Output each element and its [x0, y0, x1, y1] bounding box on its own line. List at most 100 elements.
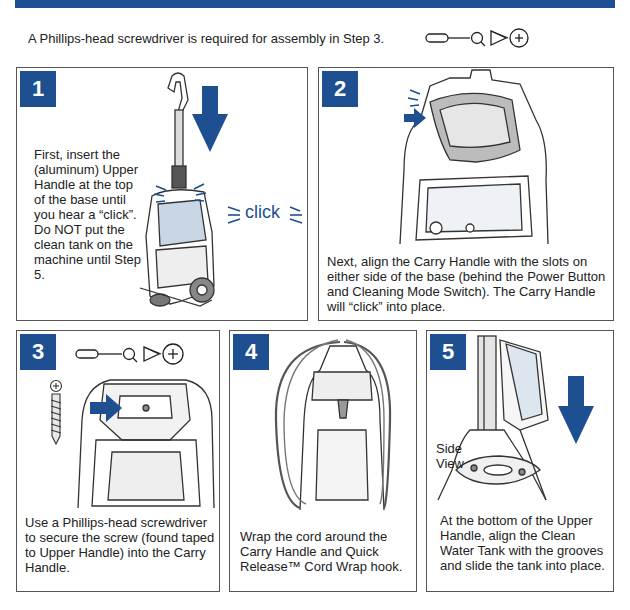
drawing-line — [194, 184, 204, 189]
drawing-path — [52, 394, 60, 444]
step-panel: Next, align the Carry Handle with the sl… — [318, 67, 614, 321]
drawing-path — [338, 400, 348, 418]
drawing-path — [118, 396, 172, 418]
instruction-text: Wrap the cord around the Carry Handle an… — [240, 529, 412, 574]
instruction-text: First, insert the (aluminum) Upper Handl… — [34, 147, 146, 282]
drawing-path — [430, 93, 520, 162]
drawing-path — [558, 406, 594, 444]
drawing-path — [146, 190, 214, 304]
drawing-path — [192, 114, 228, 152]
step-number: 4 — [245, 341, 257, 363]
screwdriver-icon — [426, 29, 528, 47]
drawing-circle — [466, 224, 474, 232]
drawing-line — [410, 105, 419, 106]
click-burst — [154, 184, 302, 223]
drawing-line — [228, 219, 240, 223]
drawing-line — [290, 214, 302, 216]
drawing-circle — [190, 278, 214, 302]
drawing-line — [51, 418, 61, 421]
drawing-line — [51, 412, 61, 415]
instruction-text: Use a Phillips-head screwdriver to secur… — [25, 515, 217, 575]
drawing-line — [518, 34, 519, 42]
drawing-path — [491, 31, 506, 45]
drawing-line — [156, 201, 165, 202]
step4-figure — [276, 340, 390, 510]
screw — [51, 381, 62, 445]
drawing-line — [290, 219, 302, 223]
drawing-rect — [426, 34, 448, 42]
drawing-path — [158, 200, 206, 246]
step-number: 3 — [32, 341, 44, 363]
drawing-circle — [471, 465, 477, 471]
drawing-circle — [124, 349, 135, 360]
drawing-line — [55, 383, 56, 389]
step-number: 2 — [334, 78, 346, 100]
drawing-circle — [51, 381, 62, 392]
drawing-rect — [172, 166, 186, 188]
step-number-badge: 4 — [233, 334, 269, 370]
step-number-badge: 5 — [430, 334, 466, 370]
drawing-circle — [197, 285, 207, 295]
drawing-line — [448, 37, 470, 38]
drawing-ellipse — [484, 465, 512, 475]
drawing-rect — [175, 110, 183, 168]
drawing-path — [144, 347, 159, 361]
instruction-text: At the bottom of the Upper Handle, align… — [440, 513, 612, 573]
drawing-rect — [202, 86, 218, 116]
drawing-circle — [163, 344, 183, 364]
drawing-line — [51, 424, 61, 427]
drawing-line — [290, 207, 300, 211]
step-number-badge: 1 — [20, 71, 56, 107]
drawing-path — [276, 342, 340, 508]
drawing-line — [98, 353, 122, 354]
drawing-rect — [76, 350, 98, 358]
drawing-line — [154, 194, 164, 196]
step-number: 5 — [442, 341, 454, 363]
drawing-path — [400, 70, 548, 244]
drawing-line — [144, 347, 161, 354]
drawing-path — [404, 108, 426, 128]
drawing-line — [51, 430, 61, 433]
drawing-line — [408, 98, 418, 100]
step-number-badge: 2 — [322, 71, 358, 107]
step3-screwdriver-icon — [76, 344, 183, 364]
drawing-line — [51, 406, 61, 409]
header-bar — [15, 0, 615, 8]
drawing-line — [228, 207, 240, 211]
drawing-line — [196, 193, 206, 195]
drawing-rect — [568, 376, 584, 408]
drawing-path — [108, 452, 184, 500]
drawing-line — [228, 214, 240, 216]
drawing-circle — [430, 222, 442, 234]
instruction-text: Next, align the Carry Handle with the sl… — [327, 254, 609, 314]
drawing-line — [481, 42, 485, 46]
drawing-path — [346, 340, 384, 504]
drawing-circle — [472, 33, 483, 44]
drawing-path — [168, 73, 188, 112]
drawing-line — [491, 31, 508, 38]
drawing-path — [520, 430, 546, 500]
slide-arrow — [558, 376, 594, 444]
drawing-line — [156, 186, 166, 190]
drawing-path — [78, 380, 214, 508]
drawing-path — [300, 346, 384, 510]
drawing-circle — [510, 29, 528, 47]
drawing-path — [140, 288, 212, 306]
drawing-line — [133, 358, 137, 362]
drawing-line — [172, 349, 173, 359]
drawing-path — [456, 456, 540, 484]
view-label: Side View — [436, 441, 474, 471]
step2-figure — [400, 70, 548, 244]
insert-arrow — [192, 86, 228, 152]
click-sound-label: click — [245, 205, 280, 220]
drawing-line — [51, 400, 61, 403]
step-number-badge: 3 — [20, 334, 56, 370]
drawing-circle — [519, 469, 525, 475]
step-panel: First, insert the (aluminum) Upper Handl… — [16, 67, 308, 321]
drawing-path — [312, 372, 372, 400]
drawing-line — [410, 90, 420, 94]
drawing-line — [195, 200, 204, 201]
drawing-path — [440, 103, 510, 147]
step-number: 1 — [32, 78, 44, 100]
drawing-path — [316, 430, 368, 500]
